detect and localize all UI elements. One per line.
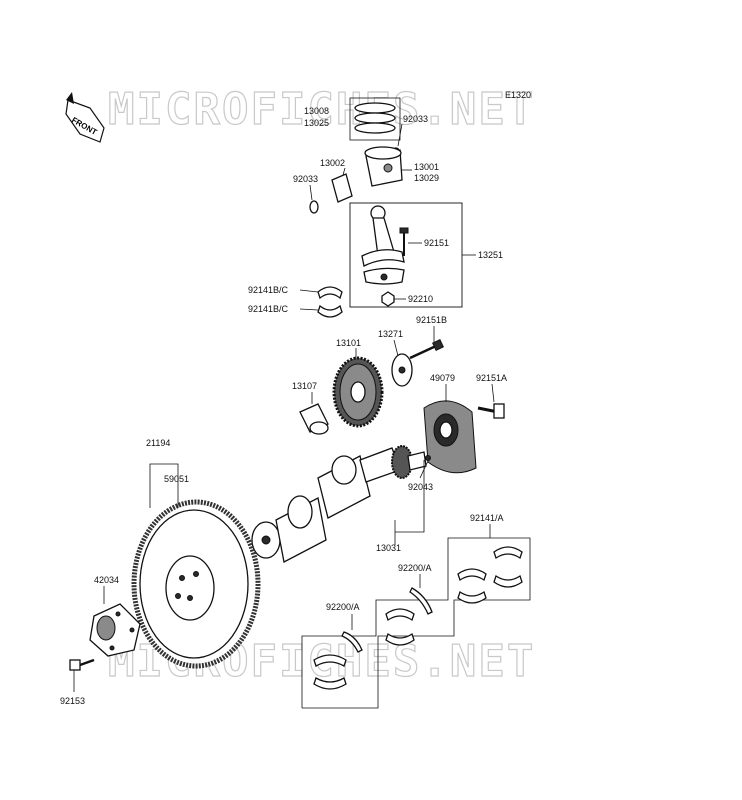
label-92153: 92153 bbox=[60, 696, 85, 706]
front-arrow-icon: FRONT bbox=[65, 92, 105, 143]
label-92151b: 92151B bbox=[416, 315, 447, 325]
balancer-49079 bbox=[423, 400, 477, 474]
label-92200a-upper: 92200/A bbox=[398, 563, 432, 573]
bushing-13107 bbox=[299, 403, 329, 435]
crankshaft-13031 bbox=[251, 445, 427, 563]
conrod-bearings bbox=[317, 286, 343, 318]
label-13002: 13002 bbox=[320, 158, 345, 168]
main-bearing-group-box bbox=[301, 537, 531, 709]
label-13025: 13025 bbox=[304, 118, 329, 128]
nut-92210 bbox=[381, 291, 395, 307]
label-13107: 13107 bbox=[292, 381, 317, 391]
washer-13271 bbox=[391, 353, 413, 387]
label-49079: 49079 bbox=[430, 373, 455, 383]
piston bbox=[364, 146, 403, 187]
piston-rings bbox=[349, 97, 401, 141]
key-92043 bbox=[425, 455, 431, 461]
label-92141a: 92141/A bbox=[470, 513, 504, 523]
label-92151: 92151 bbox=[424, 238, 449, 248]
label-92210: 92210 bbox=[408, 294, 433, 304]
label-92033-left: 92033 bbox=[293, 174, 318, 184]
bolt-92151a bbox=[477, 403, 505, 419]
label-92033-top: 92033 bbox=[403, 114, 428, 124]
gear-13101 bbox=[332, 356, 384, 428]
bolt-92151b bbox=[409, 339, 444, 360]
piston-pin bbox=[331, 173, 353, 203]
label-92043: 92043 bbox=[408, 482, 433, 492]
connecting-rod bbox=[361, 205, 405, 285]
coupling-42034 bbox=[89, 603, 141, 657]
label-13251: 13251 bbox=[478, 250, 503, 260]
label-92200a-lower: 92200/A bbox=[326, 602, 360, 612]
label-92141bc-lower: 92141B/C bbox=[248, 304, 289, 314]
thrust-washers bbox=[341, 587, 433, 653]
flywheel-21194 bbox=[131, 499, 261, 669]
label-13029: 13029 bbox=[414, 173, 439, 183]
label-13001: 13001 bbox=[414, 162, 439, 172]
watermark-top: MICROFICHES.NET bbox=[108, 84, 535, 135]
main-bearings bbox=[313, 546, 523, 690]
label-13008: 13008 bbox=[304, 106, 329, 116]
label-21194: 21194 bbox=[146, 438, 170, 448]
label-42034: 42034 bbox=[94, 575, 119, 585]
label-59051: 59051 bbox=[164, 474, 189, 484]
label-13101: 13101 bbox=[336, 338, 361, 348]
circlip-left bbox=[309, 200, 319, 214]
diagram-code: E1320 bbox=[505, 90, 531, 100]
label-92141bc-upper: 92141B/C bbox=[248, 285, 289, 295]
label-92151a: 92151A bbox=[476, 373, 507, 383]
label-13031: 13031 bbox=[376, 543, 401, 553]
label-13271: 13271 bbox=[378, 329, 403, 339]
bolt-92153 bbox=[69, 658, 95, 671]
